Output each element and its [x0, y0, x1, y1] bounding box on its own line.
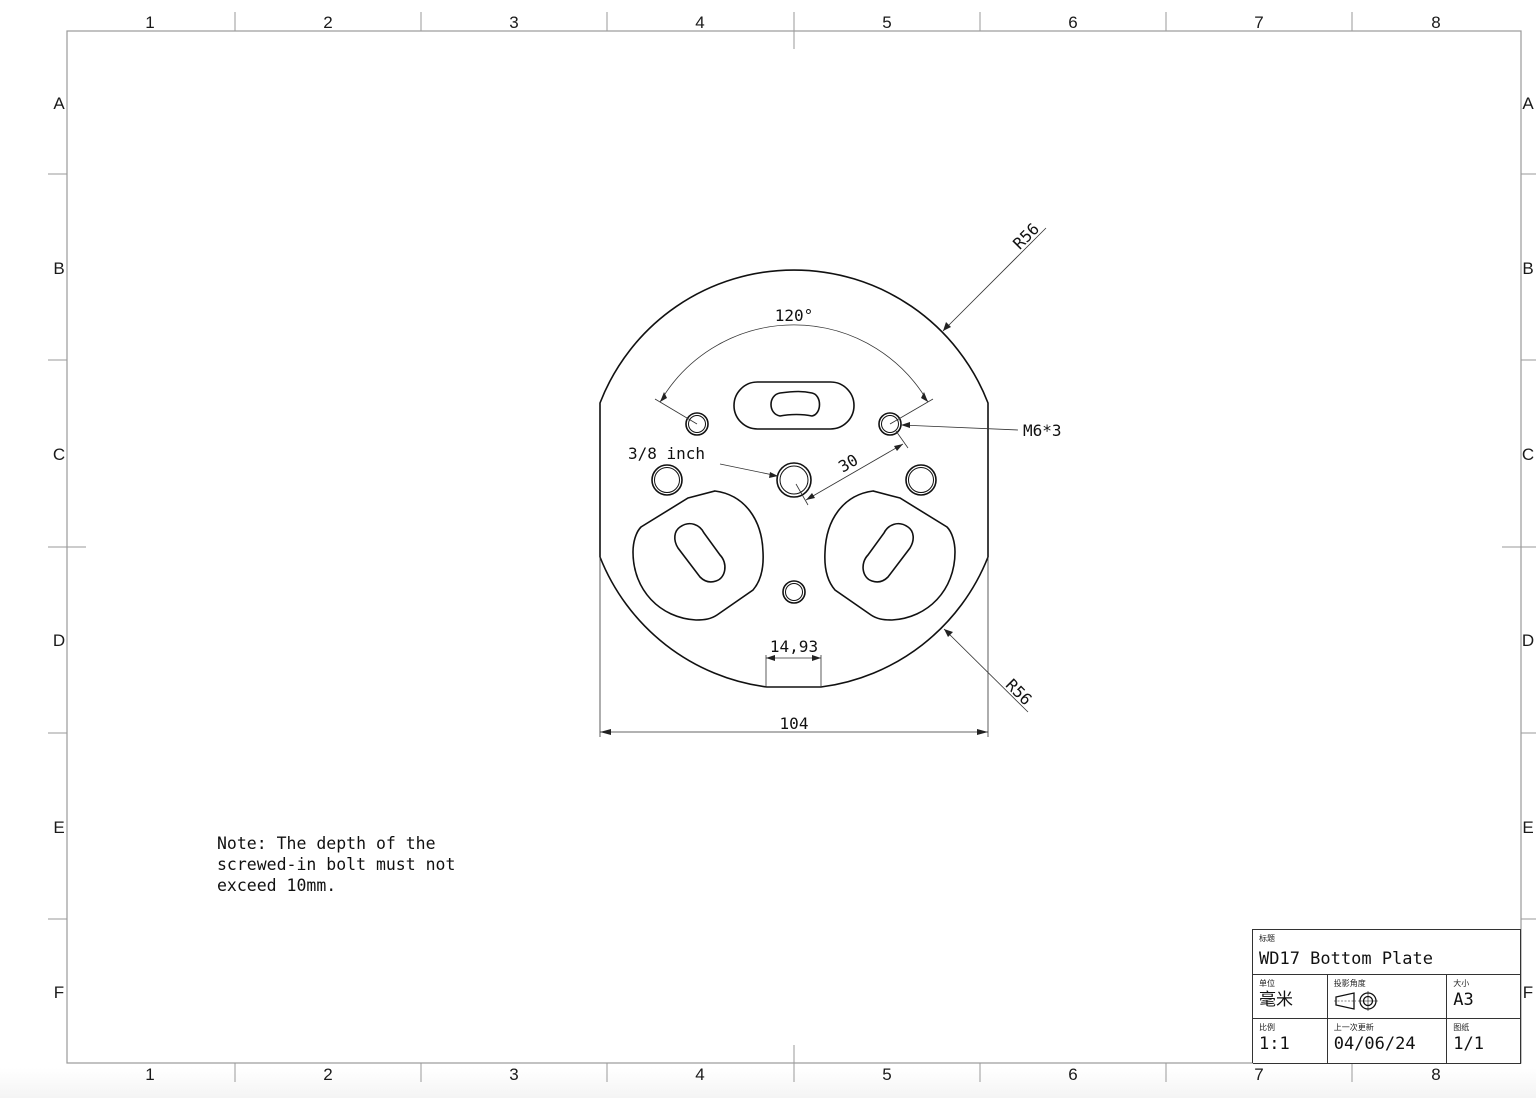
projection-label: 投影角度	[1333, 979, 1366, 988]
row-label: A	[53, 94, 65, 113]
row-label: F	[54, 983, 64, 1002]
row-label: E	[53, 818, 64, 837]
center-hole-3-8-inch	[776, 462, 812, 498]
bottom-hole	[782, 580, 806, 604]
radius-bottom-label: R56	[1002, 675, 1036, 709]
scale-cell: 比例 1:1	[1253, 1019, 1328, 1063]
note-line: Note: The depth of the	[217, 834, 436, 853]
column-label: 5	[882, 1065, 891, 1084]
column-label: 2	[323, 13, 332, 32]
column-label: 3	[509, 1065, 518, 1084]
dimensions: 120° R56 R56 M6*3 3/8 inch 30 14,93	[599, 219, 1062, 737]
column-label: 7	[1254, 13, 1263, 32]
row-label: D	[53, 631, 65, 650]
angle-dimension-arc	[659, 324, 929, 403]
bottom-ruler: 1 2 3 4 5 6 7 8	[145, 1045, 1441, 1084]
overall-width-label: 104	[780, 714, 809, 733]
hole-right-mid	[905, 464, 937, 496]
bottom-plate-part	[599, 269, 989, 688]
column-label: 1	[145, 1065, 154, 1084]
scale-value: 1:1	[1259, 1034, 1290, 1054]
left-ruler: A B C D E F	[48, 94, 86, 1002]
thread-callout-label: M6*3	[1023, 421, 1062, 440]
updated-label: 上一次更新	[1333, 1023, 1374, 1032]
drawing-note: Note: The depth of the screwed-in bolt mu…	[217, 833, 455, 896]
sheet-cell: 图纸 1/1	[1447, 1019, 1521, 1063]
scale-label: 比例	[1259, 1023, 1275, 1032]
unit-label: 单位	[1259, 979, 1275, 988]
column-label: 4	[695, 1065, 704, 1084]
right-ruler: A B C D E F	[1502, 94, 1536, 1002]
row-label: F	[1523, 983, 1533, 1002]
unit-cell: 单位 毫米	[1253, 975, 1328, 1018]
top-ruler: 1 2 3 4 5 6 7 8	[145, 12, 1441, 49]
size-value: A3	[1453, 990, 1474, 1010]
row-label: A	[1522, 94, 1534, 113]
size-label: 大小	[1453, 979, 1470, 988]
note-line: screwed-in bolt must not	[217, 855, 456, 874]
bolt-circle-label: 30	[835, 450, 861, 476]
radius-top-label: R56	[1009, 219, 1043, 253]
column-label: 8	[1431, 1065, 1440, 1084]
row-label: B	[1522, 259, 1533, 278]
m6-hole-left	[685, 412, 709, 436]
row-label: C	[1522, 445, 1534, 464]
column-label: 6	[1068, 1065, 1077, 1084]
size-cell: 大小 A3	[1447, 975, 1521, 1018]
first-angle-projection-icon	[1333, 991, 1378, 1011]
sheet-label: 图纸	[1453, 1023, 1470, 1032]
row-label: E	[1522, 818, 1533, 837]
canvas-bottom-band	[0, 1068, 1536, 1098]
right-pocket	[824, 490, 956, 621]
title-label: 标题	[1259, 934, 1275, 943]
projection-cell: 投影角度	[1328, 975, 1448, 1018]
unit-value: 毫米	[1259, 990, 1293, 1010]
column-label: 2	[323, 1065, 332, 1084]
column-label: 1	[145, 13, 154, 32]
column-label: 4	[695, 13, 704, 32]
center-hole-label: 3/8 inch	[628, 444, 705, 463]
top-slot-inner	[770, 390, 821, 417]
column-label: 7	[1254, 1065, 1263, 1084]
right-pocket-slot	[862, 522, 914, 583]
row-label: C	[53, 445, 65, 464]
note-line: exceed 10mm.	[217, 876, 337, 895]
angle-dimension-label: 120°	[775, 306, 814, 325]
updated-value: 04/06/24	[1333, 1034, 1416, 1054]
row-label: B	[53, 259, 64, 278]
title-block: 标题 WD17 Bottom Plate 单位 毫米 投影角度 大小 A3	[1252, 929, 1521, 1064]
column-label: 8	[1431, 13, 1440, 32]
sheet-border	[66, 30, 1522, 1064]
top-slot-outer	[733, 381, 855, 430]
m6-hole-right	[878, 412, 902, 436]
left-pocket-slot	[674, 522, 726, 583]
title-cell: 标题 WD17 Bottom Plate	[1253, 930, 1521, 974]
title-value: WD17 Bottom Plate	[1259, 949, 1433, 969]
column-label: 5	[882, 13, 891, 32]
sheet-value: 1/1	[1453, 1034, 1484, 1054]
updated-cell: 上一次更新 04/06/24	[1328, 1019, 1448, 1063]
plate-outline	[599, 269, 989, 688]
notch-width-label: 14,93	[770, 637, 818, 656]
column-label: 3	[509, 13, 518, 32]
row-label: D	[1522, 631, 1534, 650]
hole-left-mid	[651, 464, 683, 496]
left-pocket	[632, 490, 764, 621]
column-label: 6	[1068, 13, 1077, 32]
